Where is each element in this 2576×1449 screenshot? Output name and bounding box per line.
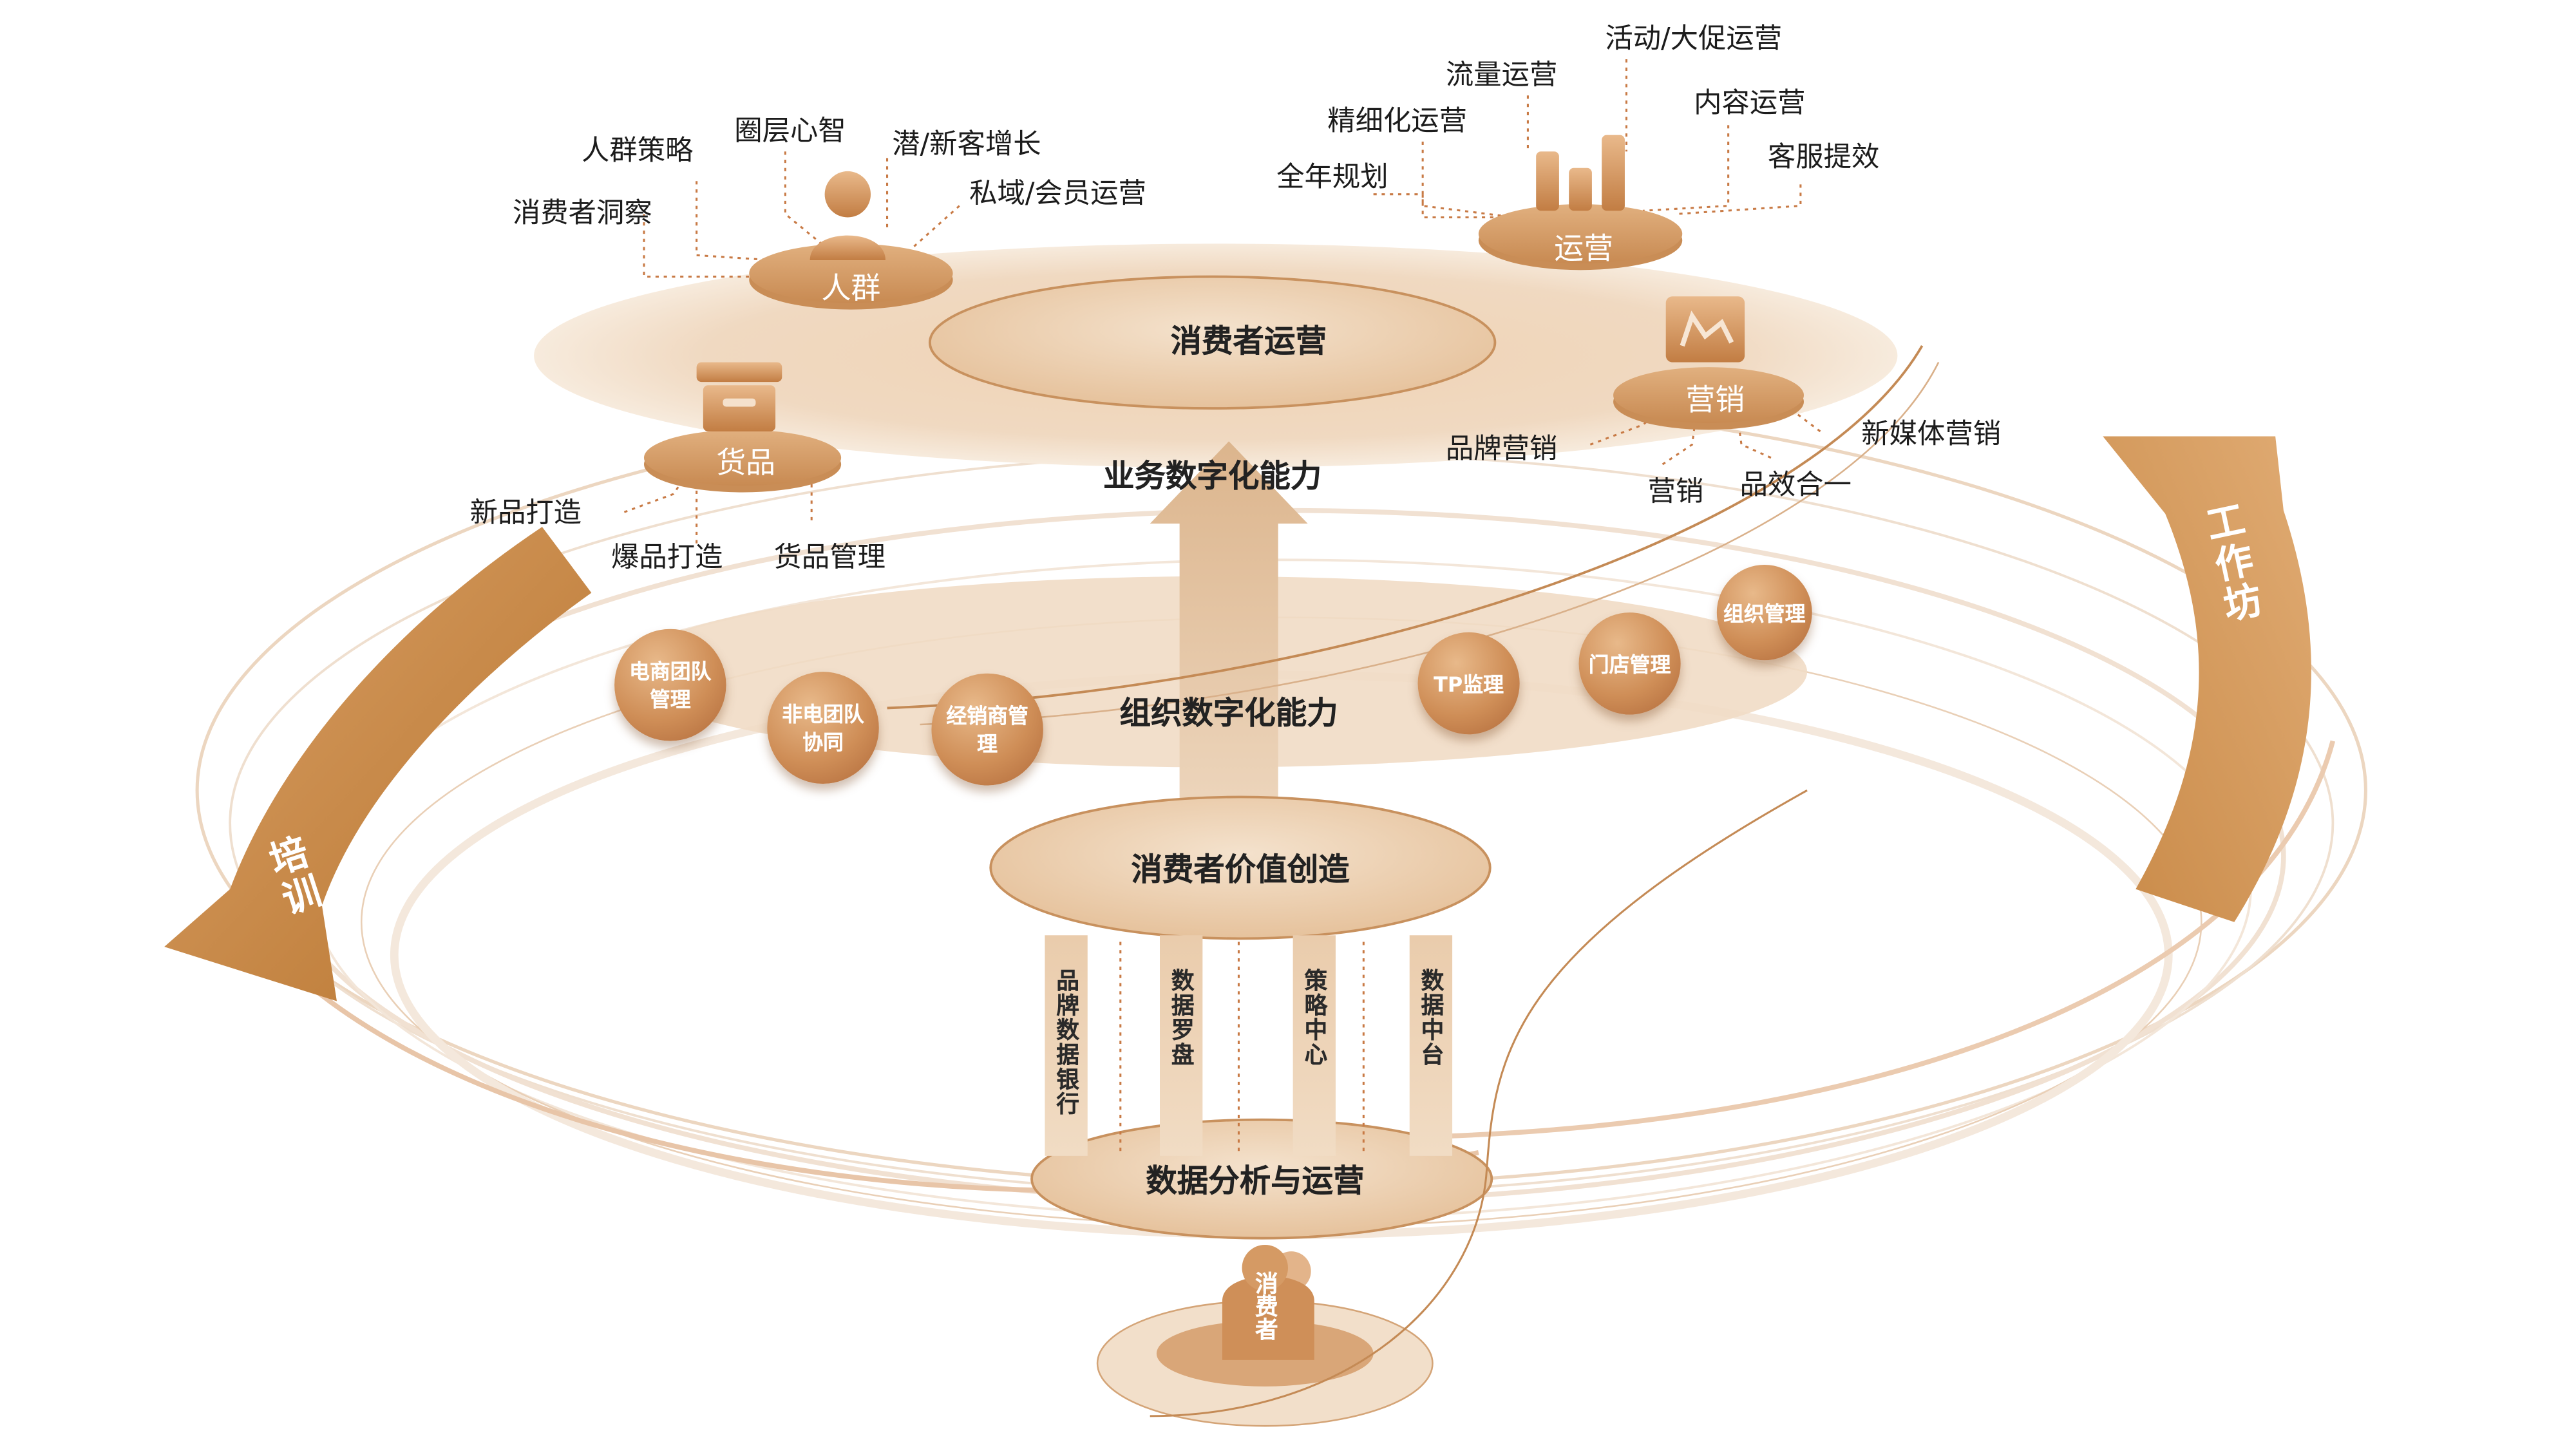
pedestal-operations	[1478, 135, 1683, 270]
consumer-figure	[1222, 1244, 1314, 1360]
goods-item: 爆品打造	[611, 542, 723, 575]
business-capability-title: 业务数字化能力	[1103, 459, 1322, 495]
people-item: 潜/新客增长	[892, 128, 1041, 162]
operations-pedestal-label: 运营	[1554, 232, 1614, 267]
org-bubble: 电商团队管理	[614, 629, 726, 741]
marketing-pedestal-label: 营销	[1685, 383, 1745, 419]
people-item: 消费者洞察	[512, 197, 652, 231]
org-bubble: TP监理	[1417, 632, 1520, 735]
operations-item: 全年规划	[1276, 161, 1388, 194]
org-bubble: 经销商管理	[931, 673, 1043, 786]
org-bubble: 组织管理	[1716, 564, 1812, 661]
people-item: 私域/会员运营	[969, 178, 1146, 211]
operations-item: 客服提效	[1767, 141, 1880, 175]
data-pillar: 数据罗盘	[1160, 935, 1203, 1156]
pedestal-goods	[643, 362, 842, 493]
org-capability-title: 组织数字化能力	[1119, 696, 1338, 732]
consumer-operations-title: 消费者运营	[1170, 323, 1327, 360]
marketing-item: 品牌营销	[1445, 433, 1558, 466]
data-pillar: 数据中台	[1409, 935, 1453, 1156]
data-analysis-title: 数据分析与运营	[1146, 1163, 1365, 1200]
operations-item: 流量运营	[1445, 59, 1558, 93]
operations-item: 内容运营	[1694, 87, 1806, 120]
org-bubble: 门店管理	[1578, 612, 1681, 715]
marketing-item: 品效合一	[1739, 469, 1852, 502]
operations-item: 活动/大促运营	[1605, 23, 1783, 56]
pedestal-marketing	[1613, 296, 1804, 430]
marketing-item: 新媒体营销	[1861, 418, 2002, 451]
value-creation-title: 消费者价值创造	[1131, 852, 1350, 889]
goods-pedestal-label: 货品	[716, 446, 776, 481]
people-pedestal-label: 人群	[821, 271, 881, 307]
training-loop-arrow	[164, 527, 592, 1001]
org-bubble: 非电团队协同	[767, 672, 879, 784]
pedestal-people	[749, 171, 953, 310]
goods-item: 新品打造	[469, 497, 582, 531]
growth-arrow	[1150, 441, 1308, 889]
data-pillar: 策略中心	[1293, 935, 1336, 1156]
consumer-label: 消费者	[1251, 1271, 1278, 1341]
marketing-item: 营销	[1647, 475, 1704, 509]
people-item: 人群策略	[582, 135, 694, 168]
people-item: 圈层心智	[734, 115, 846, 149]
operations-item: 精细化运营	[1327, 105, 1468, 138]
data-pillar: 品牌数据银行	[1045, 935, 1088, 1156]
goods-item: 货品管理	[773, 542, 886, 575]
workshop-loop-arrow	[2103, 436, 2311, 922]
